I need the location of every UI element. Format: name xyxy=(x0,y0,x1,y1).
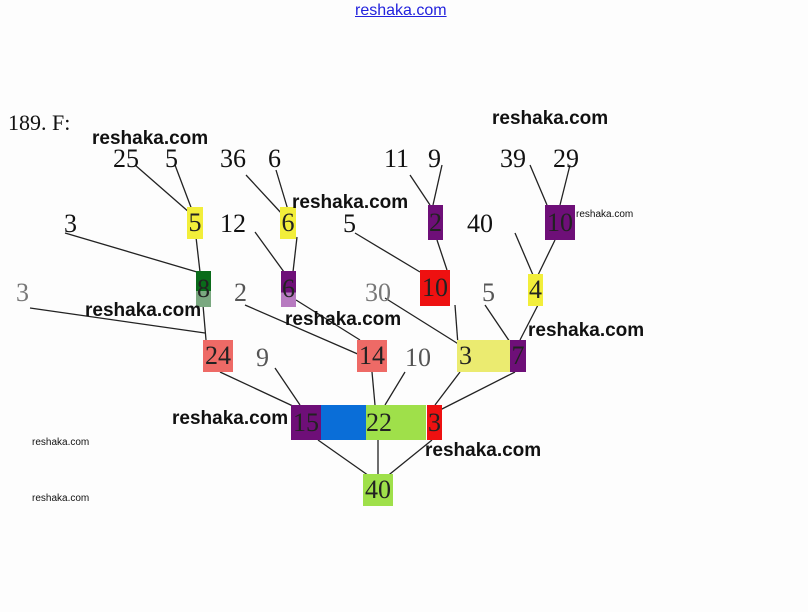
problem-title: 189. F: xyxy=(8,110,71,135)
leaf-number: 5 xyxy=(343,209,356,238)
edge xyxy=(29,307,206,334)
edge xyxy=(195,236,201,273)
leaf-number: 6 xyxy=(268,144,281,173)
watermark: reshaka.com xyxy=(528,320,645,341)
node-box: 10 xyxy=(545,205,575,240)
watermark: reshaka.com xyxy=(32,437,90,448)
leaf-number: 29 xyxy=(553,144,579,173)
edge xyxy=(371,371,376,406)
edge xyxy=(384,297,461,346)
edge xyxy=(432,164,443,206)
leaf-number: 12 xyxy=(220,209,246,238)
edge xyxy=(384,371,406,406)
edge xyxy=(519,304,539,341)
leaf-number: 5 xyxy=(165,144,178,173)
node-box: 24 xyxy=(203,340,233,372)
node-box: 22 xyxy=(366,405,426,440)
top-link[interactable]: reshaka.com xyxy=(355,2,447,19)
leaf-number: 40 xyxy=(467,209,493,238)
watermark: reshaka.com xyxy=(425,440,542,461)
watermark: reshaka.com xyxy=(172,408,289,429)
watermark: reshaka.com xyxy=(285,309,402,330)
edge xyxy=(275,169,289,211)
node-box: 5 xyxy=(187,207,203,239)
leaf-number: 3 xyxy=(64,209,77,238)
edge xyxy=(439,371,516,411)
watermark: reshaka.com xyxy=(492,108,609,129)
edge xyxy=(317,439,373,479)
watermark: reshaka.com xyxy=(32,493,90,504)
node-box: 7 xyxy=(510,340,526,372)
leaf-number: 30 xyxy=(365,278,391,307)
leaf-number: 10 xyxy=(405,343,431,372)
edge xyxy=(529,164,548,206)
edge xyxy=(559,164,571,206)
watermark: reshaka.com xyxy=(85,300,202,321)
leaf-number: 9 xyxy=(256,343,269,372)
edge xyxy=(64,232,198,273)
edge xyxy=(295,299,361,341)
node-box: 4 xyxy=(528,274,543,306)
watermark: reshaka.com xyxy=(92,128,209,149)
watermark: reshaka.com xyxy=(576,209,634,220)
node-box: 6 xyxy=(280,207,296,239)
edge xyxy=(409,174,431,206)
leaf-number: 9 xyxy=(428,144,441,173)
edge xyxy=(134,164,191,214)
node-box: 10 xyxy=(420,270,450,306)
leaf-number: 25 xyxy=(113,144,139,173)
leaf-number: 3 xyxy=(16,278,29,307)
edge xyxy=(274,367,301,406)
edge xyxy=(174,164,193,211)
edge xyxy=(245,174,284,216)
edge xyxy=(254,231,285,273)
root-node: 40 xyxy=(363,474,393,506)
node-box: 15 xyxy=(291,405,321,440)
leaf-number: 11 xyxy=(384,144,410,173)
node-box: 8 xyxy=(196,271,211,307)
edge xyxy=(244,304,361,356)
node-box: 3 xyxy=(457,340,511,372)
edge xyxy=(354,232,421,273)
node-box: 6 xyxy=(281,271,296,307)
leaf-number: 36 xyxy=(220,144,246,173)
edge xyxy=(219,371,296,408)
node-box: 2 xyxy=(428,205,443,240)
edge xyxy=(484,304,513,346)
connector-bar xyxy=(321,405,366,440)
watermark: reshaka.com xyxy=(292,192,409,213)
edge xyxy=(514,232,534,276)
leaf-number: 5 xyxy=(482,278,495,307)
node-box: 3 xyxy=(427,405,442,440)
edge xyxy=(454,304,459,346)
edge xyxy=(434,371,461,406)
leaf-number: 39 xyxy=(500,144,526,173)
edge xyxy=(436,239,448,271)
edge xyxy=(537,239,556,276)
edge xyxy=(384,439,433,479)
leaf-number: 2 xyxy=(234,278,247,307)
edge xyxy=(202,304,207,341)
edge xyxy=(292,236,298,273)
node-box: 14 xyxy=(357,340,387,372)
